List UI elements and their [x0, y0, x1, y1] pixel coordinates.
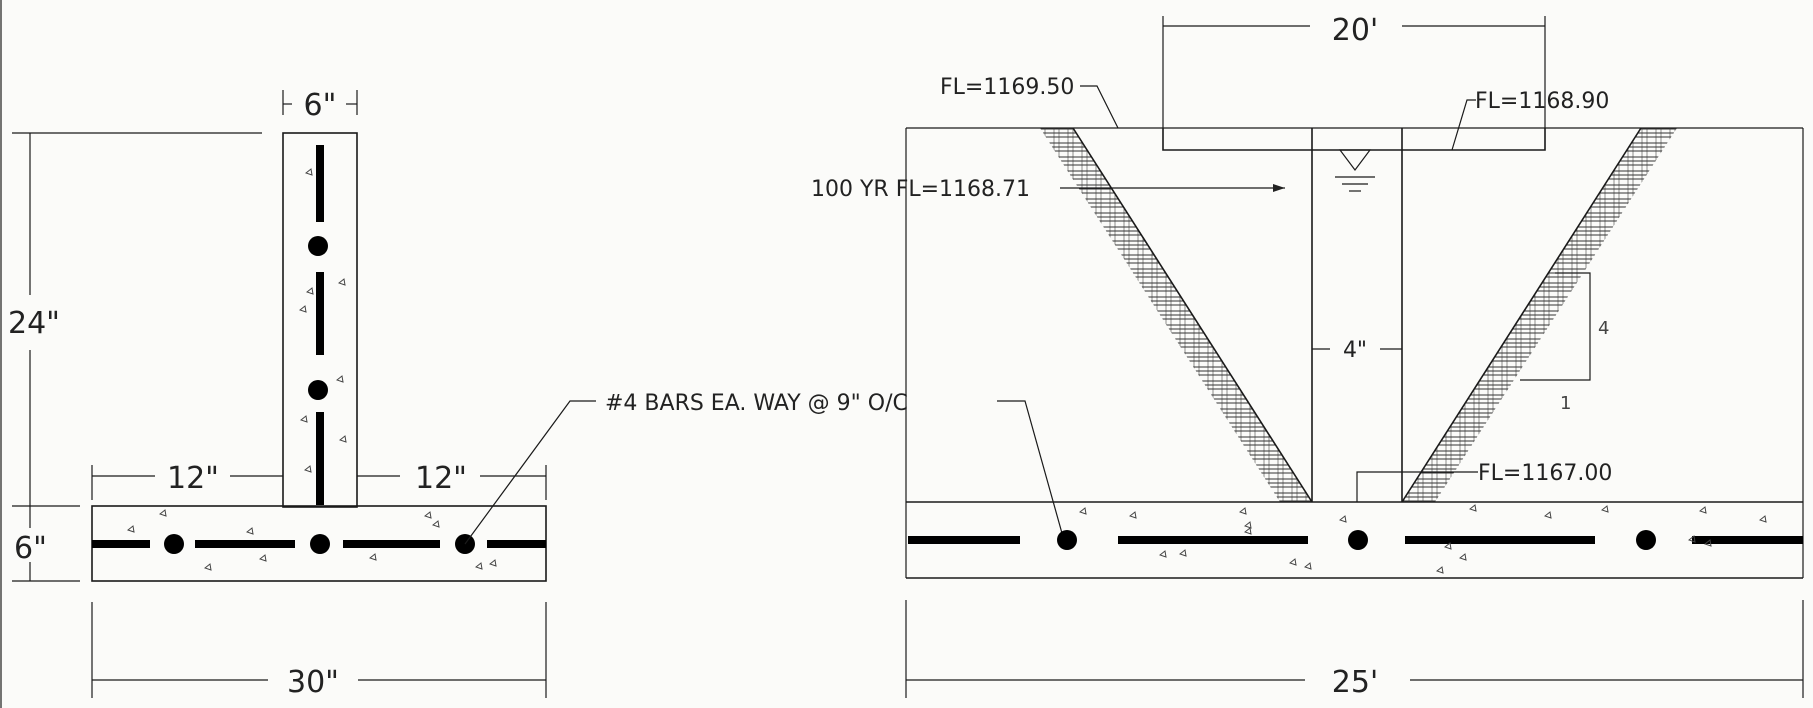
opening-width-label: 20'	[1332, 13, 1378, 48]
fl-bottom-label: FL=1167.00	[1478, 461, 1612, 486]
channel-opening	[1162, 128, 1546, 151]
footing-rebar-dot	[164, 534, 184, 554]
rebar-note-label: #4 BARS EA. WAY @ 9" O/C	[605, 391, 908, 416]
right-slope-line	[1401, 127, 1642, 503]
slope-rise-label: 4	[1598, 318, 1609, 339]
stem-width-label: 6"	[304, 88, 337, 123]
dim-footing-width: 30"	[91, 602, 547, 700]
toe-right-label: 12"	[415, 461, 467, 496]
dim-footing-thickness: 6"	[12, 505, 80, 582]
rebar-note: #4 BARS EA. WAY @ 9" O/C	[464, 391, 1066, 545]
t-wall-section: 6" 24" 6" 12" 12"	[8, 88, 547, 700]
footing-width-label: 30"	[287, 665, 339, 700]
slab-thickness-label: 4"	[1343, 338, 1367, 363]
stem-rebar-dot	[308, 380, 328, 400]
fl-right-label: FL=1168.90	[1475, 89, 1609, 114]
slab-rebar-dot	[1636, 530, 1656, 550]
left-slope-hatch	[1040, 128, 1312, 502]
fl-100yr-label: 100 YR FL=1168.71	[811, 177, 1030, 202]
slab-rebar-dot	[1057, 530, 1077, 550]
water-surface-icon	[1335, 149, 1375, 192]
fl-left-label: FL=1169.50	[940, 75, 1074, 100]
left-slope-line	[1072, 127, 1313, 503]
stem-rebar-dot	[308, 236, 328, 256]
footing-rebar-dot	[310, 534, 330, 554]
fl-arrow-icon	[1273, 184, 1285, 192]
dim-stem-height: 24"	[8, 132, 262, 506]
dim-slab-thickness: 4"	[1312, 338, 1402, 363]
slab-rebar-dot	[1348, 530, 1368, 550]
slab-aggregate	[1078, 504, 1767, 574]
slope-indicator: 4 1	[1520, 272, 1609, 414]
slope-run-label: 1	[1560, 393, 1571, 414]
dim-toes: 12" 12"	[91, 461, 547, 500]
footing-thickness-label: 6"	[14, 531, 47, 566]
channel-section: 20' FL=1169.50 FL=1168.90 100 YR FL=1168…	[811, 13, 1804, 700]
right-slope-hatch	[1402, 128, 1677, 502]
stem-height-label: 24"	[8, 306, 60, 341]
wall-stem	[282, 132, 358, 508]
total-width-label: 25'	[1332, 665, 1378, 700]
toe-left-label: 12"	[167, 461, 219, 496]
dim-stem-width: 6"	[282, 88, 358, 123]
concrete-aggregate	[126, 168, 497, 571]
